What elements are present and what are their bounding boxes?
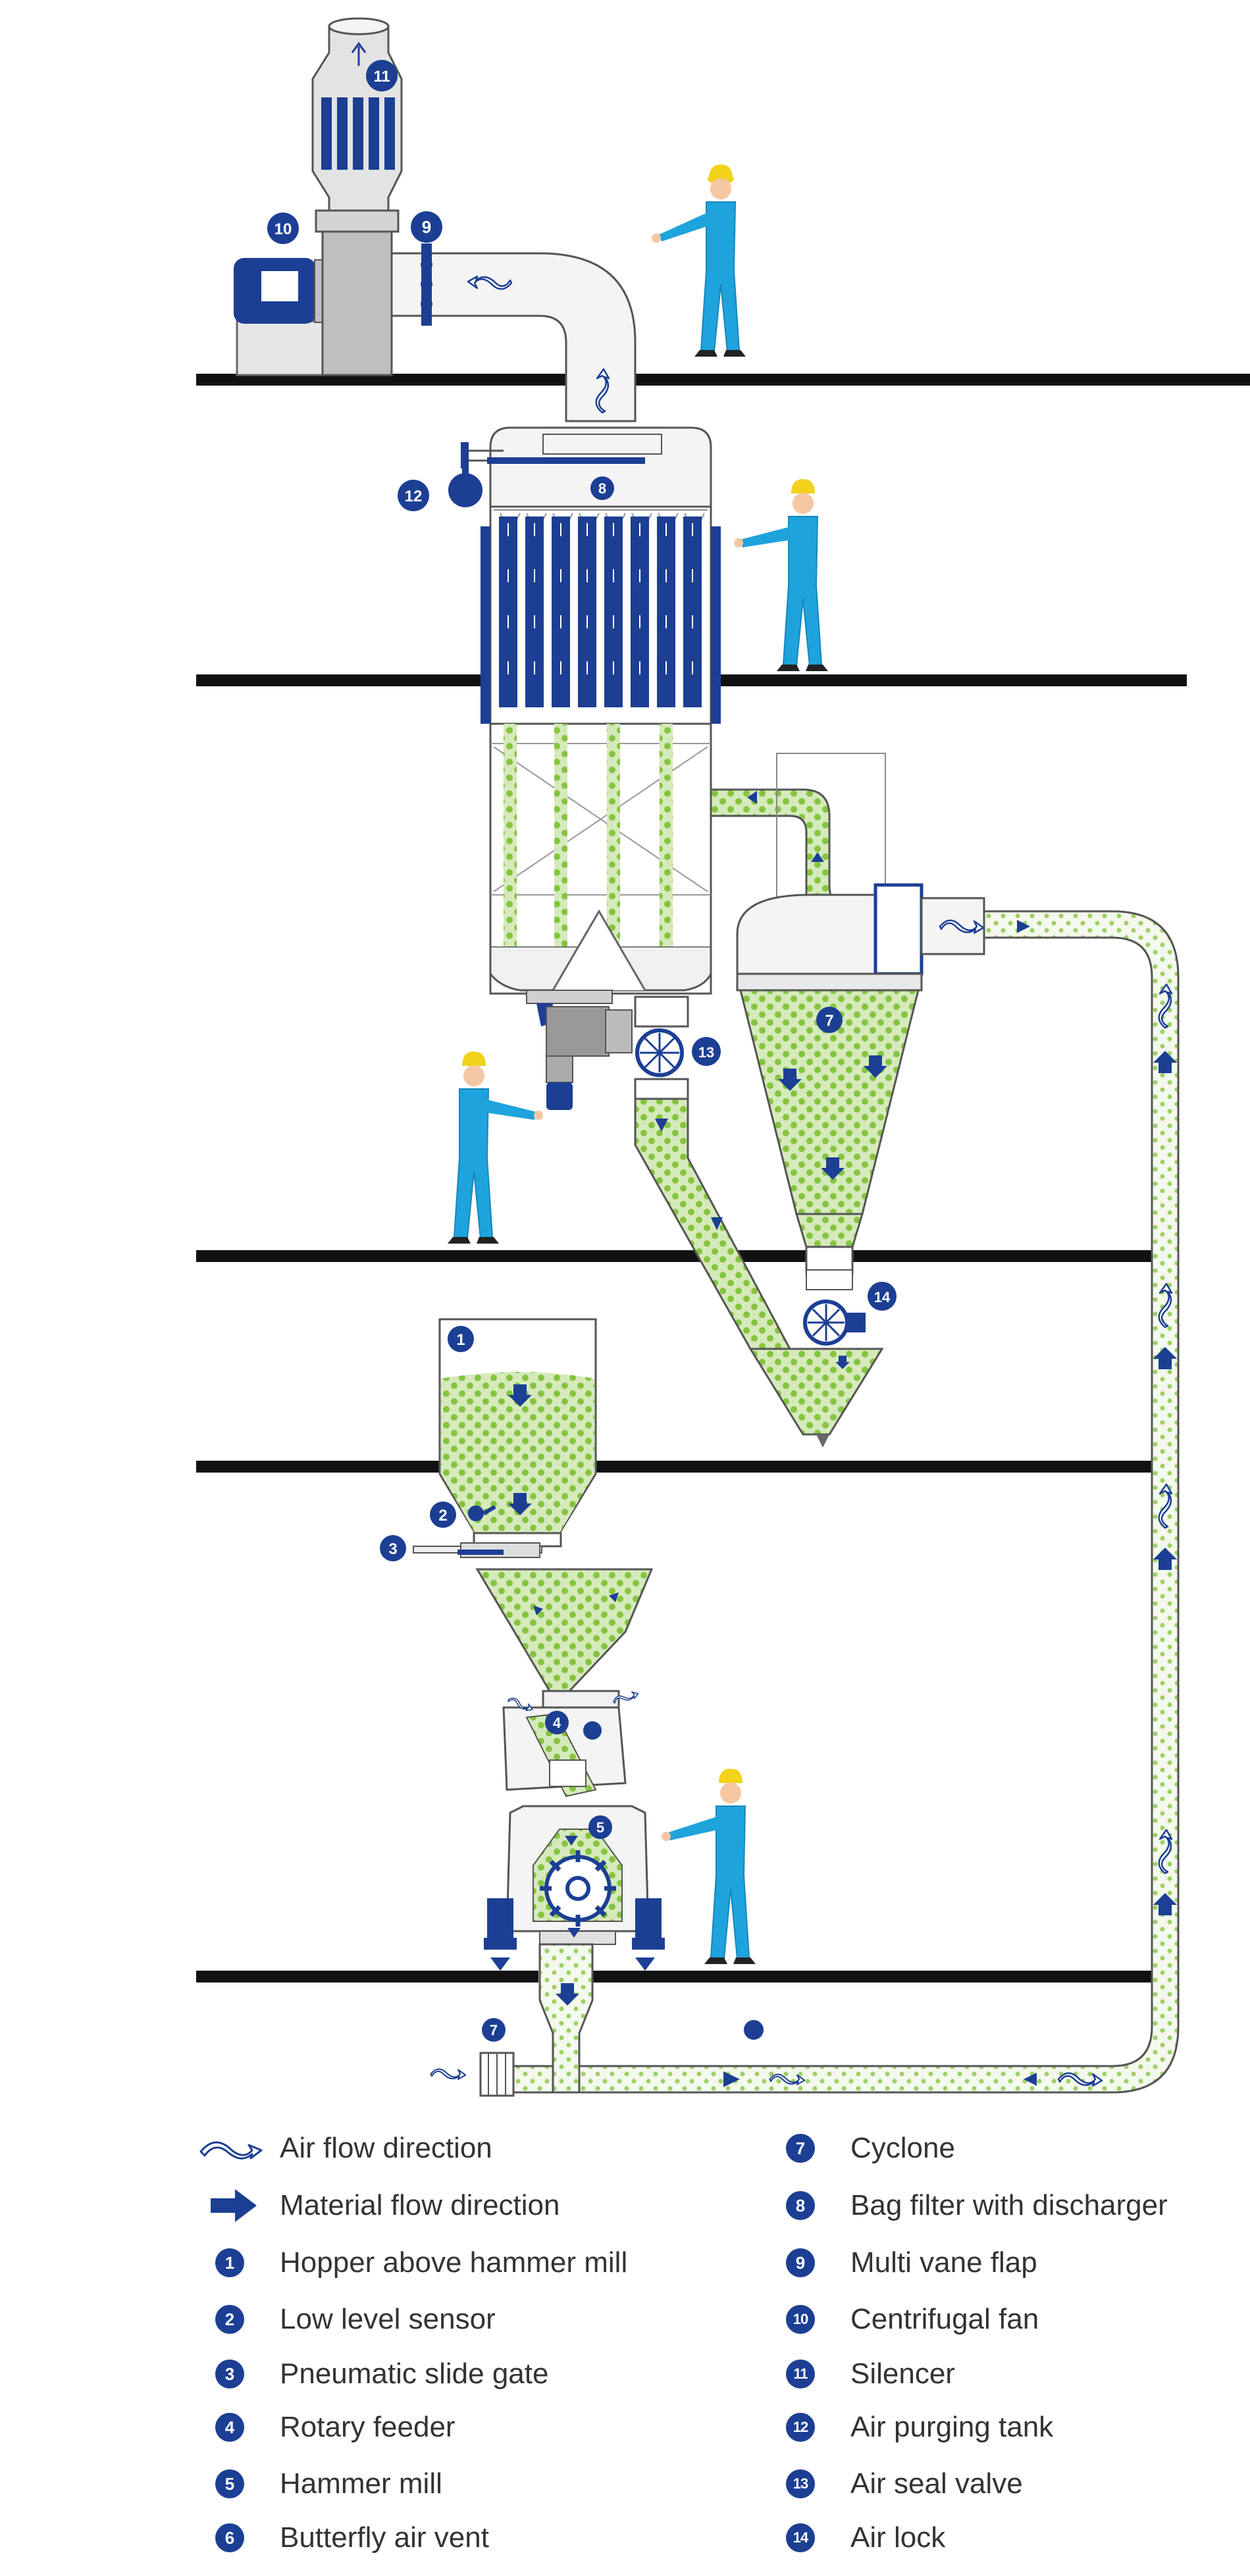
air-seal-valve: [634, 996, 689, 1100]
legend-item-14: 14 Air lock: [765, 2515, 945, 2561]
multi-vane-flap: [421, 243, 432, 326]
legend-label: Silencer: [850, 2358, 955, 2390]
legend-label: Multi vane flap: [850, 2246, 1037, 2279]
legend-label: Air purging tank: [850, 2411, 1054, 2443]
air-lock-valve: [803, 1269, 866, 1346]
callout-2: 2: [438, 1507, 447, 1525]
legend-number: 14: [786, 2523, 815, 2552]
hopper: [438, 1318, 597, 1548]
legend-item-7: 7 Cyclone: [765, 2125, 955, 2171]
legend-item-9: 9 Multi vane flap: [765, 2240, 1037, 2286]
pneumatic-slide-gate: [413, 1542, 542, 1558]
discharger-gearbox: [546, 1006, 610, 1057]
legend-number: 4: [215, 2413, 244, 2442]
callout-12: 12: [405, 488, 423, 505]
legend-label: Cyclone: [850, 2132, 955, 2164]
material-flow-arrow-icon: [194, 2183, 267, 2229]
centrifugal-fan-unit: [234, 209, 400, 376]
callout-9: 9: [422, 217, 431, 237]
legend-number: 1: [215, 2248, 244, 2277]
legend-material-flow: Material flow direction: [194, 2183, 560, 2229]
fan-inlet-duct: [390, 252, 637, 422]
callout-8: 8: [598, 480, 606, 497]
legend-number: 11: [786, 2360, 815, 2388]
callout-5: 5: [596, 1819, 604, 1836]
callout-13: 13: [698, 1044, 714, 1061]
legend-number: 12: [786, 2413, 815, 2442]
worker-4: [662, 1769, 756, 1964]
legend-number: 3: [215, 2360, 244, 2388]
worker-3: [448, 1051, 543, 1244]
legend-item-13: 13 Air seal valve: [765, 2461, 1023, 2507]
floor-3: [196, 1250, 1154, 1262]
legend-item-4: 4 Rotary feeder: [194, 2404, 456, 2450]
air-return-duct: [578, 910, 1180, 2094]
callout-3: 3: [388, 1540, 397, 1558]
legend-label: Air lock: [850, 2521, 946, 2554]
legend-item-1: 1 Hopper above hammer mill: [194, 2240, 627, 2286]
legend-number: 9: [786, 2248, 815, 2277]
legend-air-flow: Air flow direction: [194, 2125, 492, 2171]
legend-number: 10: [786, 2305, 815, 2334]
floor-4: [196, 1461, 1154, 1473]
legend-item-6: 6 Butterfly air vent: [194, 2515, 489, 2561]
legend-label: Air flow direction: [280, 2132, 492, 2164]
legend-number: 8: [786, 2191, 815, 2220]
legend-number: 7: [786, 2134, 815, 2163]
legend-label: Pneumatic slide gate: [280, 2358, 549, 2390]
air-purging-tank: [448, 442, 645, 507]
floor-5: [196, 1971, 538, 1983]
legend-label: Centrifugal fan: [850, 2303, 1039, 2335]
legend-item-2: 2 Low level sensor: [194, 2296, 496, 2342]
legend-number: 2: [215, 2305, 244, 2334]
fan-housing: [321, 226, 393, 376]
bag-filter: [481, 426, 721, 1110]
callouts: 11 10 9 8 12 7 13 14 1 2 3 4 5 7: [267, 60, 897, 2042]
legend-item-10: 10 Centrifugal fan: [765, 2296, 1039, 2342]
cyclone: [736, 883, 1030, 1275]
rotary-feeder: [502, 1689, 640, 1798]
callout-1: 1: [456, 1331, 465, 1349]
legend-label: Low level sensor: [280, 2303, 496, 2335]
overflow-chute: [634, 1098, 792, 1350]
legend-label: Butterfly air vent: [280, 2521, 489, 2554]
legend-item-11: 11 Silencer: [765, 2351, 955, 2397]
legend-label: Hopper above hammer mill: [280, 2246, 628, 2279]
legend-number: 6: [215, 2523, 244, 2552]
floor-top: [196, 374, 1250, 386]
legend-label: Bag filter with discharger: [850, 2189, 1168, 2221]
air-flow-arrow-icon: [194, 2125, 267, 2171]
legend-label: Rotary feeder: [280, 2411, 456, 2443]
callout-7-vent: 7: [490, 2022, 498, 2038]
low-level-sensor: [468, 1505, 496, 1521]
feed-chute: [475, 1568, 654, 1692]
callout-11: 11: [373, 68, 390, 86]
legend-number: 5: [215, 2469, 244, 2498]
callout-10: 10: [274, 220, 292, 238]
callout-14: 14: [874, 1289, 891, 1305]
mill-outlet-duct: [430, 1943, 806, 2097]
legend-item-5: 5 Hammer mill: [194, 2461, 442, 2507]
callout-7-cyclone: 7: [825, 1012, 833, 1030]
callout-4: 4: [553, 1715, 561, 1731]
marker-dot: [744, 2020, 764, 2040]
legend-number: 13: [786, 2469, 815, 2498]
worker-1: [652, 164, 746, 357]
worker-2: [734, 479, 828, 671]
legend-label: Material flow direction: [280, 2189, 560, 2221]
legend-label: Air seal valve: [850, 2467, 1023, 2500]
return-collector-cone: [748, 1348, 884, 1448]
legend-label: Hammer mill: [280, 2467, 442, 2500]
legend-item-3: 3 Pneumatic slide gate: [194, 2351, 548, 2397]
hammer-mill: [484, 1805, 665, 1971]
legend-item-8: 8 Bag filter with discharger: [765, 2183, 1168, 2229]
legend-item-12: 12 Air purging tank: [765, 2404, 1053, 2450]
floor-5b: [592, 1971, 1154, 1983]
silencer: [311, 17, 403, 212]
floor-lines: [196, 374, 1250, 1983]
